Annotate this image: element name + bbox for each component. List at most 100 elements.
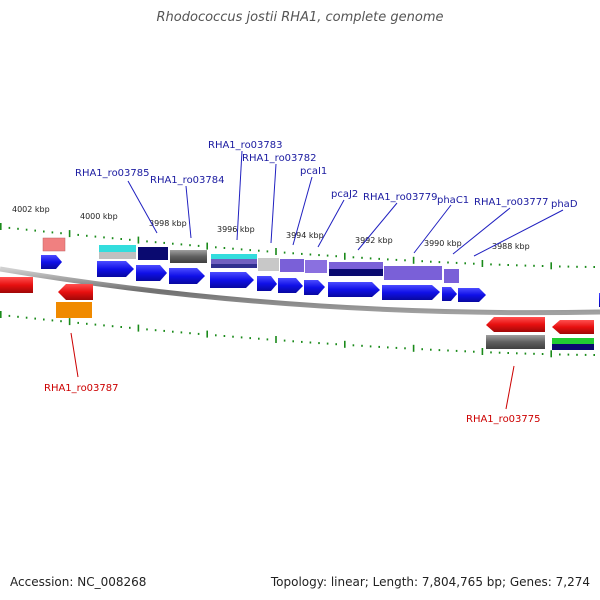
gene-label[interactable]: pcaI1 [300,166,327,177]
tick-minor [163,241,165,244]
tick-minor [189,332,191,335]
gene-label[interactable]: RHA1_ro03783 [208,140,283,151]
leader-line [473,209,564,257]
gene-label[interactable]: RHA1_ro03782 [242,153,317,164]
tick-major [481,348,484,355]
feature-bar[interactable] [211,264,257,268]
tick-minor [129,238,131,241]
cds-arrow-forward[interactable] [278,278,303,293]
cds-arrow-forward[interactable] [169,268,205,284]
feature-bar[interactable] [211,259,257,264]
tick-minor [60,320,62,323]
tick-minor [60,232,62,235]
feature-bar[interactable] [99,245,136,252]
tick-minor [387,258,389,261]
feature-bar[interactable] [258,258,279,271]
tick-minor [189,244,191,247]
tick-minor [559,265,561,268]
tick-minor [404,259,406,262]
tick-minor [172,242,174,245]
tick-minor [567,353,570,356]
gene-label[interactable]: phaC1 [437,195,469,206]
tick-minor [447,261,449,264]
feature-bar[interactable] [329,262,383,269]
tick-minor [395,346,398,349]
feature-bar[interactable] [552,344,594,350]
tick-minor [447,349,449,352]
tick-minor [438,261,441,264]
feature-bar[interactable] [384,266,442,280]
cds-arrow-forward[interactable] [328,282,380,297]
feature-bars [42,237,594,350]
feature-bar[interactable] [42,237,66,252]
tick-minor [43,318,45,321]
tick-minor [430,260,432,263]
cds-arrow-forward[interactable] [442,287,457,301]
cds-arrow-forward[interactable] [304,280,325,295]
gene-label[interactable]: RHA1_ro03777 [474,197,549,208]
tick-minor [524,264,527,267]
cds-arrow-forward[interactable] [257,276,277,291]
gene-label[interactable]: RHA1_ro03779 [363,192,438,203]
cds-arrow-reverse[interactable] [0,277,33,293]
kbp-label: 3994 kbp [286,231,324,240]
tick-minor [567,265,570,268]
feature-bar[interactable] [305,260,327,273]
leader-line [505,365,515,410]
tick-minor [576,353,578,356]
gene-label[interactable]: phaD [551,199,578,210]
tick-minor [215,334,217,337]
tick-minor [249,249,251,252]
tick-minor [301,252,303,255]
tick-minor [326,342,329,345]
tick-minor [283,339,286,342]
gene-label[interactable]: pcaJ2 [331,189,358,200]
feature-bar[interactable] [138,247,168,260]
tick-row-upper [0,223,595,270]
feature-bar[interactable] [329,269,383,276]
tick-minor [490,263,492,266]
cds-arrow-reverse[interactable] [58,284,93,300]
cds-arrow-reverse[interactable] [486,317,545,332]
leader-line [292,176,313,246]
tick-minor [223,247,226,249]
cds-arrow-forward[interactable] [458,288,486,302]
tick-minor [94,235,97,238]
feature-bar[interactable] [486,335,545,349]
tick-minor [258,337,260,340]
page-title: Rhodococcus jostii RHA1, complete genome [156,10,444,25]
tick-major [412,344,415,352]
cds-arrow-forward[interactable] [382,285,440,300]
tick-minor [318,254,320,257]
gene-label[interactable]: RHA1_ro03775 [466,414,541,425]
cds-arrow-forward[interactable] [210,272,254,288]
feature-bar[interactable] [280,259,304,272]
tick-minor [154,241,157,244]
tick-minor [86,234,88,237]
gene-label[interactable]: RHA1_ro03787 [44,383,119,394]
tick-minor [34,229,36,232]
leader-line [357,202,398,251]
feature-bar[interactable] [56,302,92,318]
feature-bar[interactable] [211,254,257,259]
tick-minor [292,340,294,343]
gene-label[interactable]: RHA1_ro03784 [150,175,225,186]
feature-bar[interactable] [444,269,459,283]
cds-arrow-forward[interactable] [97,261,134,277]
gene-label[interactable]: RHA1_ro03785 [75,168,150,179]
tick-minor [352,344,355,347]
tick-minor [464,262,466,265]
tick-minor [584,265,587,268]
kbp-label: 3990 kbp [424,239,462,248]
tick-minor [129,326,131,329]
feature-bar[interactable] [99,252,136,259]
cds-arrow-reverse[interactable] [552,320,594,334]
feature-bar[interactable] [552,338,594,344]
cds-arrow-forward[interactable] [136,265,167,281]
tick-major [0,311,2,318]
tick-minor [8,226,11,229]
feature-bar[interactable] [170,250,207,263]
tick-minor [533,264,535,267]
cds-arrow-forward[interactable] [41,255,62,269]
